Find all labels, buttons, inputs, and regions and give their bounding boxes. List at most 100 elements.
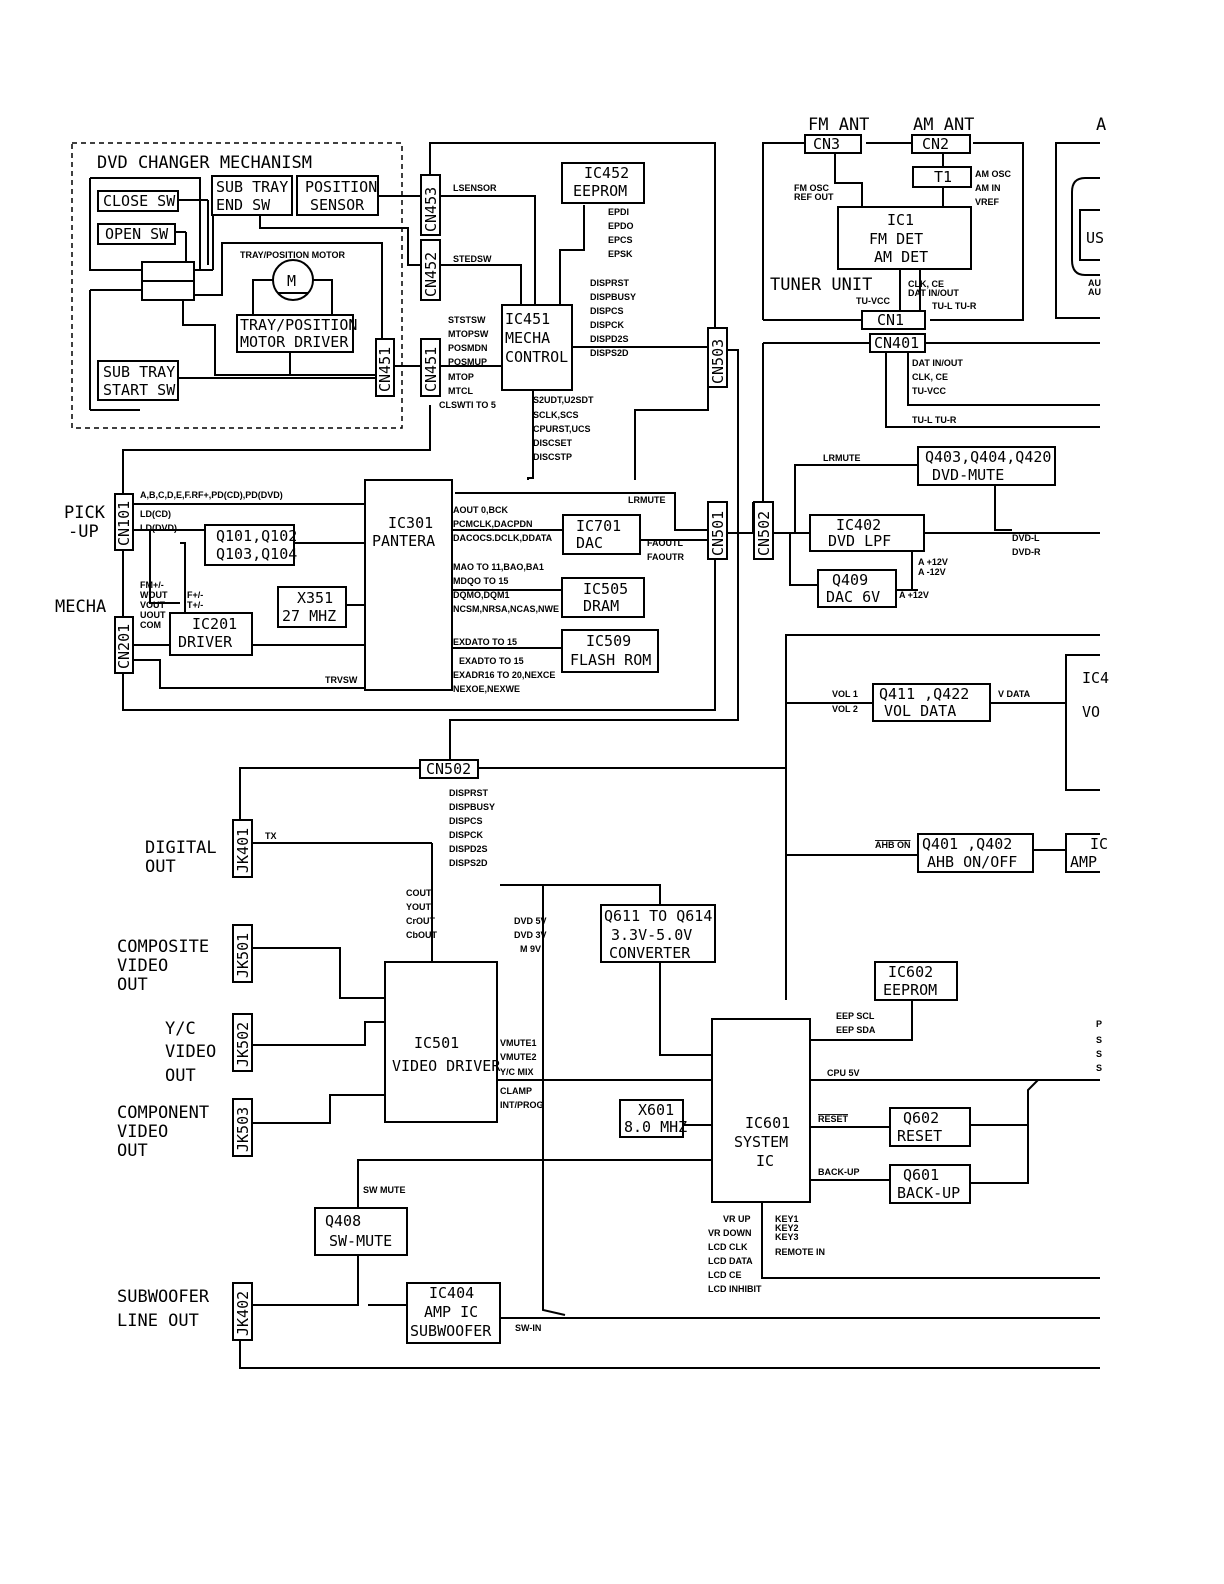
sig-fm-list-2: WOUT — [140, 590, 168, 600]
sig-lrmute-a: LRMUTE — [628, 495, 666, 505]
sig-fm-list-3: VOUT — [140, 600, 166, 610]
component-label-3: OUT — [117, 1141, 148, 1161]
fm-ant-label: FM ANT — [808, 115, 869, 135]
yc-label-3: OUT — [165, 1066, 196, 1086]
sig-dispd2s-a: DISPD2S — [590, 334, 629, 344]
sig-am-in: AM IN — [975, 183, 1001, 193]
sig-dat-inout: DAT IN/OUT — [908, 288, 959, 298]
svg-text:Q611 TO Q614: Q611 TO Q614 — [604, 907, 712, 925]
svg-text:IC451: IC451 — [505, 310, 550, 328]
ic4-vol-block-partial: IC4 VO — [1065, 654, 1109, 791]
svg-text:DAC: DAC — [576, 534, 603, 552]
svg-text:JK401: JK401 — [234, 828, 252, 873]
svg-text:CN401: CN401 — [874, 334, 919, 352]
sig-nexoe: NEXOE,NEXWE — [453, 684, 520, 694]
svg-text:SENSOR: SENSOR — [310, 196, 365, 214]
motor-driver-box: TRAY/POSITION MOTOR DRIVER — [236, 314, 357, 353]
sig-lddvd: LD(DVD) — [140, 523, 177, 533]
sig-epdo: EPDO — [608, 221, 634, 231]
ic501-video-driver-block: IC501 VIDEO DRIVER — [384, 961, 501, 1123]
sig-posmdn: POSMDN — [448, 343, 488, 353]
svg-text:FLASH ROM: FLASH ROM — [570, 651, 651, 669]
svg-text:END SW: END SW — [216, 196, 271, 214]
svg-text:CN503: CN503 — [709, 339, 727, 384]
jk502-connector: JK502 — [232, 1013, 253, 1072]
sig-lcdce: LCD CE — [708, 1270, 742, 1280]
svg-text:OPEN SW: OPEN SW — [105, 225, 169, 243]
sig-yout: YOUT — [406, 902, 432, 912]
sig-pcmclk: PCMCLK,DACPDN — [453, 519, 533, 529]
sig-dispck-a: DISPCK — [590, 320, 625, 330]
svg-text:CN2: CN2 — [922, 135, 949, 153]
svg-text:IC602: IC602 — [888, 963, 933, 981]
sig-vol1: VOL 1 — [832, 689, 858, 699]
svg-text:CN502: CN502 — [755, 511, 773, 556]
ic201-driver-block: IC201 DRIVER — [169, 612, 253, 656]
sig-fm-osc-1: FM OSC — [794, 183, 829, 193]
sig-vrdown: VR DOWN — [708, 1228, 752, 1238]
svg-text:JK503: JK503 — [234, 1107, 252, 1152]
svg-text:IC701: IC701 — [576, 517, 621, 535]
sig-aout: AOUT 0,BCK — [453, 505, 509, 515]
svg-text:CLOSE SW: CLOSE SW — [103, 192, 176, 210]
sig-sw-mute: SW MUTE — [363, 1185, 406, 1195]
sig-cout: COUT — [406, 888, 432, 898]
sig-backup: BACK-UP — [818, 1167, 860, 1177]
close-sw-box: CLOSE SW — [97, 190, 179, 212]
yc-label-1: Y/C — [165, 1019, 196, 1039]
sig-vmute2: VMUTE2 — [500, 1052, 537, 1062]
x351-crystal-block: X351 27 MHZ — [277, 586, 347, 628]
yc-label-2: VIDEO — [165, 1042, 216, 1062]
svg-text:IC505: IC505 — [583, 580, 628, 598]
svg-text:CONTROL: CONTROL — [505, 348, 568, 366]
cn451b-connector: CN451 — [420, 338, 441, 397]
sig-exadr: EXADR16 TO 20,NEXCE — [453, 670, 555, 680]
mechanism-frame — [71, 142, 403, 429]
position-sensor-box: POSITION SENSOR — [296, 175, 379, 216]
sig-dat-inout-b: DAT IN/OUT — [912, 358, 963, 368]
q408-sw-mute-block: Q408 SW-MUTE — [314, 1207, 408, 1256]
sig-dispcs-a: DISPCS — [590, 306, 624, 316]
svg-text:CN451: CN451 — [422, 347, 440, 392]
sig-key1: KEY1 — [775, 1214, 799, 1224]
sub-tray-start-sw-box: SUB TRAY START SW — [97, 360, 179, 401]
sig-posmup: POSMUP — [448, 357, 487, 367]
jk402-connector: JK402 — [232, 1282, 253, 1341]
composite-label-1: COMPOSITE — [117, 937, 209, 957]
sig-am-osc: AM OSC — [975, 169, 1012, 179]
sig-intprog: INT/PROG — [500, 1100, 544, 1110]
sig-mtop: MTOP — [448, 372, 474, 382]
svg-text:DRIVER: DRIVER — [178, 633, 233, 651]
subwoofer-label-1: SUBWOOFER — [117, 1287, 210, 1307]
svg-text:RESET: RESET — [897, 1127, 942, 1145]
svg-text:IC501: IC501 — [414, 1034, 459, 1052]
sig-r-s2: S — [1096, 1049, 1102, 1059]
cn3-connector: CN3 — [804, 134, 862, 154]
am-ant-label: AM ANT — [913, 115, 974, 135]
sig-cpu5v: CPU 5V — [827, 1068, 860, 1078]
sig-tu-vcc-b: TU-VCC — [912, 386, 946, 396]
jk501-connector: JK501 — [232, 924, 253, 983]
composite-label-2: VIDEO — [117, 956, 168, 976]
sig-cpurst: CPURST,UCS — [533, 424, 591, 434]
svg-text:DRAM: DRAM — [583, 597, 619, 615]
mecha-label: MECHA — [55, 597, 106, 617]
sig-tul-tur-b: TU-L TU-R — [912, 415, 957, 425]
ic-amp-block-partial: IC AMP — [1065, 833, 1108, 873]
svg-text:AMP: AMP — [1070, 853, 1097, 871]
svg-text:Q408: Q408 — [325, 1212, 361, 1230]
sig-reset: RESET — [818, 1114, 849, 1124]
digital-out-label-2: OUT — [145, 857, 176, 877]
svg-text:X351: X351 — [297, 589, 333, 607]
mechanism-title: DVD CHANGER MECHANISM — [97, 153, 312, 173]
svg-text:CN3: CN3 — [813, 135, 840, 153]
sig-tx: TX — [265, 831, 277, 841]
ic404-subwoofer-amp-block: IC404 AMP IC SUBWOOFER — [406, 1282, 501, 1344]
sig-lcdinh: LCD INHIBIT — [708, 1284, 762, 1294]
sig-tu-vcc-a: TU-VCC — [856, 296, 890, 306]
svg-text:27 MHZ: 27 MHZ — [282, 607, 336, 625]
ic402-dvd-lpf-block: IC402 DVD LPF — [809, 514, 925, 552]
ic601-system-ic-block: IC601 SYSTEM IC — [711, 1018, 811, 1203]
sig-remote: REMOTE IN — [775, 1247, 825, 1257]
sig-vol2: VOL 2 — [832, 704, 858, 714]
